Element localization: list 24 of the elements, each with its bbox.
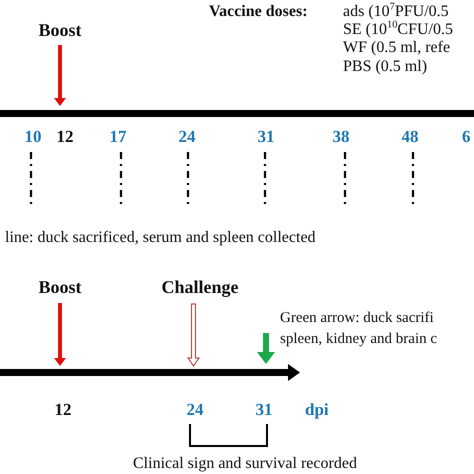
text-label: Green arrow: duck sacrifi	[280, 309, 434, 327]
timeline-tick-label: 31	[256, 401, 272, 419]
text-label: Clinical sign and survival recorded	[133, 455, 357, 473]
text-label: SE (10$^{10}$CFU/0.5	[343, 21, 453, 39]
timeline-tick-label: 24	[186, 401, 204, 419]
text-label: WF (0.5 ml, refe	[343, 39, 450, 57]
timeline-tick-label: 48	[402, 128, 418, 146]
text-label: ads (10$^{7}$PFU/0.5	[343, 3, 449, 20]
timeline-tick-label: dpi	[305, 401, 329, 419]
legend-heading: Vaccine doses:	[209, 3, 308, 21]
timeline-tick-label: 12	[54, 401, 72, 419]
text-label: PBS (0.5 ml)	[343, 58, 428, 76]
text-label: spleen, kidney and brain c	[280, 330, 438, 348]
timeline-tick-label: 10	[24, 128, 42, 146]
timeline-tick-label: 17	[110, 128, 126, 146]
timeline-tick-label: 12	[56, 128, 74, 146]
timeline-tick-label: 24	[178, 128, 196, 146]
text-label: Challenge	[162, 278, 239, 296]
timeline-tick-label: 31	[258, 128, 274, 146]
timeline-tick-label: 6	[462, 128, 470, 146]
timeline-tick-label: 38	[332, 128, 350, 146]
text-label: line: duck sacrificed, serum and spleen collected	[5, 229, 316, 247]
text-label: Boost	[38, 21, 82, 39]
text-label: Boost	[38, 278, 82, 296]
